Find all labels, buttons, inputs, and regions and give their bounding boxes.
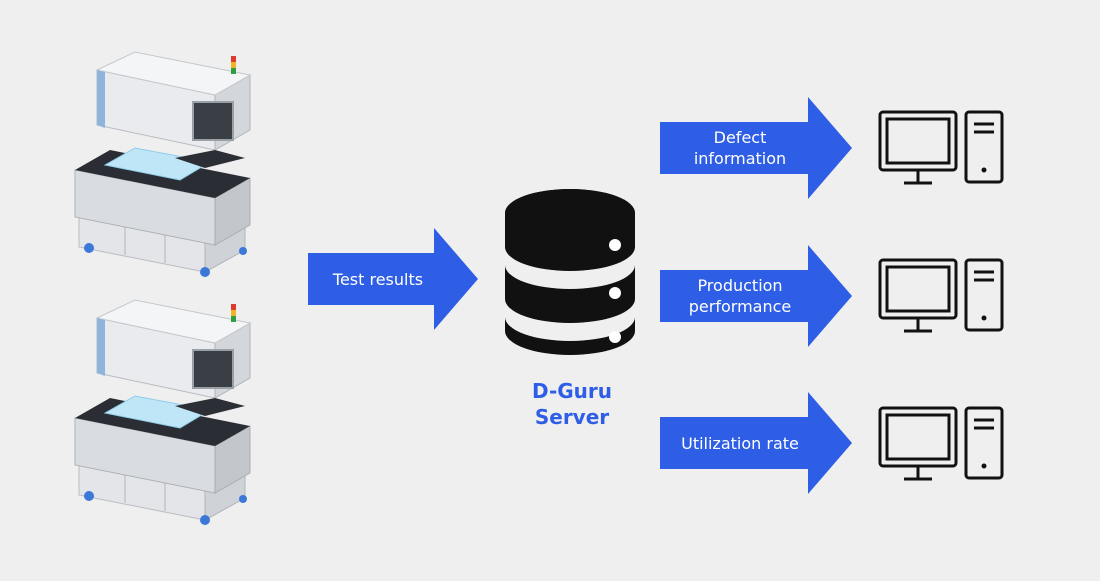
inspection-machine-top: [65, 50, 265, 280]
test-machine-illustration: [74, 299, 252, 525]
test-results-text: Test results: [332, 269, 424, 289]
defect-information-line1: Defect: [713, 128, 767, 147]
computer-icon: [876, 108, 1006, 186]
server-label: D-Guru Server: [512, 378, 632, 430]
right-arrow-shape: [660, 392, 852, 494]
right-arrow-shape: [660, 245, 852, 347]
test-results-arrow: Test results: [308, 228, 478, 330]
server-label-line1: D-Guru: [531, 379, 613, 403]
defect-information-line2: information: [693, 149, 787, 168]
defect-information-arrow: Defect information: [660, 97, 852, 199]
utilization-rate-label: Utilization rate: [660, 417, 820, 469]
right-arrow-shape: [308, 228, 478, 330]
test-machine-illustration: [74, 51, 252, 277]
right-arrow-shape: [660, 97, 852, 199]
production-performance-line1: Production: [697, 276, 783, 295]
computer-icon: [876, 404, 1006, 482]
production-performance-label: Production performance: [660, 270, 820, 322]
utilization-rate-line1: Utilization rate: [681, 433, 799, 453]
production-performance-arrow: Production performance: [660, 245, 852, 347]
computer-icon: [876, 256, 1006, 334]
test-results-label: Test results: [308, 253, 448, 305]
production-performance-line2: performance: [688, 297, 792, 316]
defect-information-label: Defect information: [660, 122, 820, 174]
inspection-machine-bottom: [65, 298, 265, 528]
database-icon: [503, 185, 637, 357]
utilization-rate-arrow: Utilization rate: [660, 392, 852, 494]
server-label-line2: Server: [534, 405, 610, 429]
